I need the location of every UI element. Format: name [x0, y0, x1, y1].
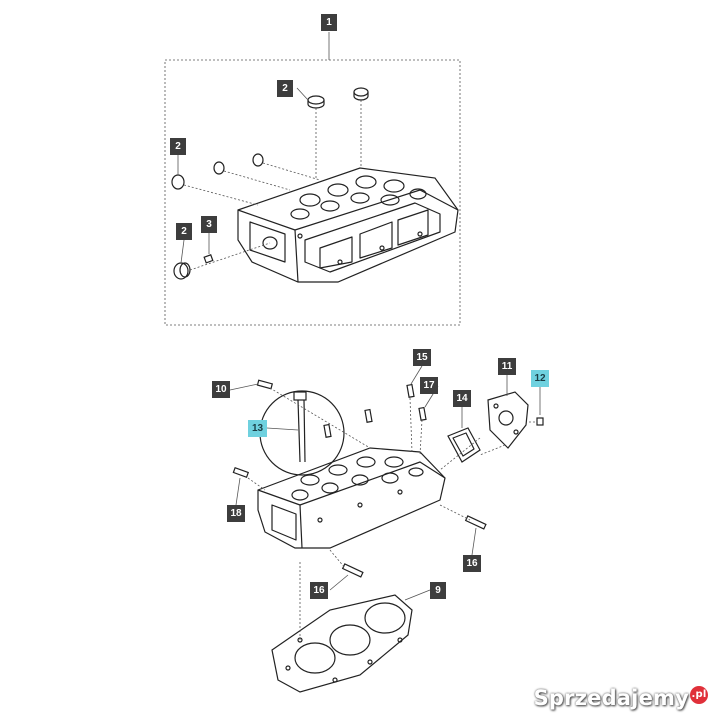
callout-1-text: 1 — [326, 17, 332, 28]
head-bolt-illustration — [259, 390, 345, 476]
callout-2c-text: 2 — [181, 226, 187, 237]
callout-17-text: 17 — [423, 380, 435, 391]
cylinder-head-lower-illustration — [257, 447, 446, 549]
callout-18: 18 — [227, 505, 245, 522]
callout-13: 13 — [248, 420, 267, 437]
callout-2b-text: 2 — [175, 141, 181, 152]
cover-gasket-and-plate — [447, 391, 529, 463]
callout-9-text: 9 — [435, 585, 441, 596]
callout-14: 14 — [453, 390, 471, 407]
callout-18-text: 18 — [230, 508, 242, 519]
callout-2b: 2 — [170, 138, 186, 155]
alignment-lines-upper — [183, 100, 362, 271]
lower-exploded-view — [229, 365, 544, 693]
cylinder-head-illustration — [237, 167, 459, 283]
callout-17: 17 — [420, 377, 438, 394]
callout-2c: 2 — [176, 223, 192, 240]
callout-14-text: 14 — [456, 393, 468, 404]
callout-16b: 16 — [310, 582, 328, 599]
callout-9: 9 — [430, 582, 446, 599]
studs-and-pins — [232, 379, 544, 578]
head-gasket-illustration — [271, 594, 413, 693]
plug-parts — [171, 87, 369, 280]
callout-11-text: 11 — [502, 361, 513, 372]
callout-1: 1 — [321, 14, 337, 31]
callout-16a-text: 16 — [466, 558, 478, 569]
callout-16a: 16 — [463, 555, 481, 572]
callout-12: 12 — [531, 370, 549, 387]
watermark-suffix: .pl — [690, 686, 708, 704]
cylinder-head-assembly-group — [164, 32, 461, 326]
callout-11: 11 — [498, 358, 516, 375]
callout-2a: 2 — [277, 80, 293, 97]
watermark: Sprzedajemy.pl — [534, 686, 708, 710]
callout-3: 3 — [201, 216, 217, 233]
callout-10: 10 — [212, 381, 230, 398]
watermark-text: Sprzedajemy — [533, 686, 689, 710]
callout-15-text: 15 — [416, 352, 428, 363]
callout-16b-text: 16 — [313, 585, 325, 596]
callout-2a-text: 2 — [282, 83, 288, 94]
callout-13-text: 13 — [252, 423, 264, 434]
callout-10-text: 10 — [215, 384, 227, 395]
callout-15: 15 — [413, 349, 431, 366]
alignment-lines-lower — [247, 387, 535, 640]
callout-3-text: 3 — [206, 219, 212, 230]
callout-12-text: 12 — [534, 373, 546, 384]
